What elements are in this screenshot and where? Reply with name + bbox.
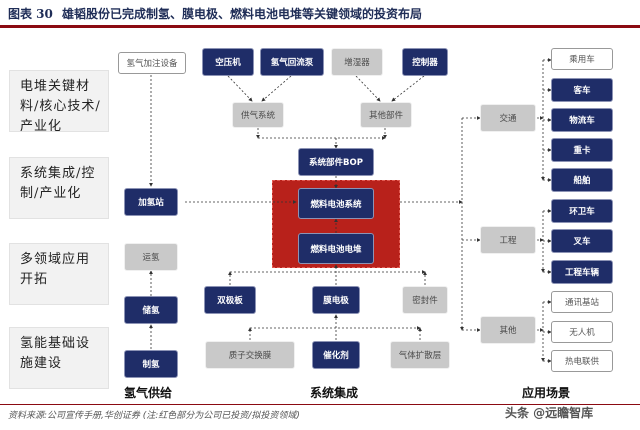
hydrogen-storage-node: 储氢	[124, 296, 178, 324]
air-compressor-node: 空压机	[202, 48, 254, 76]
bop-node: 系统部件BOP	[298, 148, 374, 176]
hydrogen-pump-node: 氢气回流泵	[260, 48, 324, 76]
mea-node: 膜电极	[312, 286, 360, 314]
app-group-transport: 交通	[480, 104, 536, 132]
label-system-integration: 系统集成	[310, 386, 359, 400]
category-multi-domain: 多领域应用开拓	[9, 243, 109, 305]
category-stack-materials: 电堆关键材料/核心技术/产业化	[9, 70, 109, 132]
app-group-engineering: 工程	[480, 226, 536, 254]
refueling-station-node: 加氢站	[124, 188, 178, 216]
footer-rule	[0, 404, 640, 405]
source-note: 资料来源:公司宣传手册,华创证券 (注:红色部分为公司已投资/拟投资领域)	[8, 411, 300, 421]
connector-controller	[391, 75, 425, 102]
controller-node: 控制器	[402, 48, 448, 76]
hydrogen-transport-node: 运氢	[124, 243, 178, 271]
other-parts-node: 其他部件	[360, 102, 412, 128]
hydrogen-production-node: 制氢	[124, 350, 178, 378]
label-hydrogen-supply: 氢气供给	[124, 386, 173, 400]
pem-node: 质子交换膜	[205, 341, 295, 369]
humidifier-node: 增湿器	[331, 48, 383, 76]
app-engineering-vehicle: 工程车辆	[551, 260, 613, 284]
category-system-integration: 系统集成/控制/产业化	[9, 157, 109, 219]
label-application-scenarios: 应用场景	[522, 386, 571, 400]
app-base-station: 通讯基站	[551, 291, 613, 313]
app-drone: 无人机	[551, 321, 613, 343]
gdl-node: 气体扩散层	[390, 341, 450, 369]
app-sanitation-vehicle: 环卫车	[551, 199, 613, 223]
app-logistics-vehicle: 物流车	[551, 108, 613, 132]
header: 图表 30 雄韬股份已完成制氢、膜电极、燃料电池电堆等关键领域的投资布局	[0, 0, 640, 26]
app-heavy-truck: 重卡	[551, 138, 613, 162]
app-ship: 船舶	[551, 168, 613, 192]
bipolar-plate-node: 双极板	[204, 286, 256, 314]
seal-node: 密封件	[402, 286, 448, 314]
connector-humidifier	[355, 75, 381, 102]
fuel-cell-system-node: 燃料电池系统	[298, 188, 374, 219]
fuel-cell-stack-node: 燃料电池电堆	[298, 233, 374, 264]
gas-supply-node: 供气系统	[232, 102, 284, 128]
connector-compressor	[227, 75, 253, 102]
figure-label: 图表 30	[8, 7, 53, 21]
catalyst-node: 催化剂	[312, 341, 360, 369]
header-rule	[0, 25, 640, 28]
app-passenger-car: 乘用车	[551, 48, 613, 70]
app-chp: 热电联供	[551, 350, 613, 372]
app-forklift: 叉车	[551, 229, 613, 253]
connector-pump	[261, 75, 292, 102]
category-infrastructure: 氢能基础设施建设	[9, 327, 109, 389]
app-group-other: 其他	[480, 316, 536, 344]
hydrogen-dispenser-node: 氢气加注设备	[118, 52, 186, 74]
app-bus: 客车	[551, 78, 613, 102]
figure-title: 雄韬股份已完成制氢、膜电极、燃料电池电堆等关键领域的投资布局	[62, 7, 423, 21]
watermark: 头条 @远瞻智库	[505, 406, 594, 420]
